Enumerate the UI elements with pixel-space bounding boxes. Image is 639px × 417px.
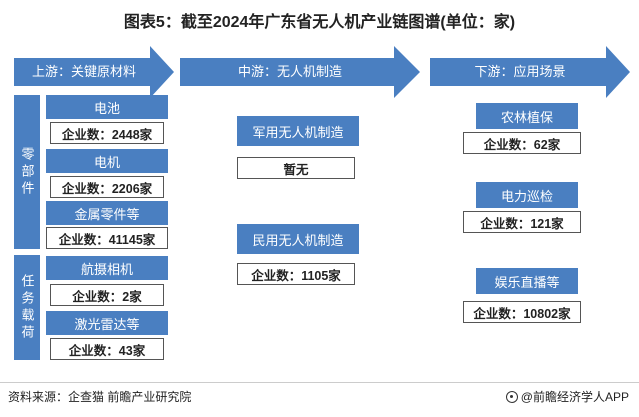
midstream-stage-label: 中游：无人机制造 [237,64,342,79]
chart-title: 图表5：截至2024年广东省无人机产业链图谱(单位：家) [123,14,516,31]
source-note: 资料来源：企查猫 前瞻产业研究院 [8,390,192,404]
agriculture-box: 农林植保 [476,103,578,129]
metal-parts-box: 金属零件等 [46,201,168,225]
payload-group-label: 任务载荷 [14,255,40,360]
military-uav-count: 暂无 [237,157,355,179]
upstream-stage-label: 上游：关键原材料 [31,64,136,79]
lidar-box: 激光雷达等 [46,311,168,335]
downstream-stage-label: 下游：应用场景 [474,64,566,79]
parts-group-label: 零部件 [14,95,40,249]
brand-text: @前瞻经济学人APP [520,390,629,404]
midstream-arrow: 中游：无人机制造 [180,46,420,98]
metal-parts-count: 企业数：41145家 [46,227,168,249]
entertainment-count: 企业数：10802家 [463,301,581,323]
civil-uav-box: 民用无人机制造 [237,224,359,254]
military-uav-box: 军用无人机制造 [237,116,359,146]
lidar-count: 企业数：43家 [50,338,164,360]
upstream-arrow: 上游：关键原材料 [14,46,174,98]
civil-uav-count: 企业数：1105家 [237,263,355,285]
motor-box: 电机 [46,149,168,173]
aerial-camera-count: 企业数：2家 [50,284,164,306]
footer-divider [0,382,639,383]
downstream-arrow: 下游：应用场景 [430,46,630,98]
battery-count: 企业数：2448家 [50,122,164,144]
battery-box: 电池 [46,95,168,119]
power-inspection-box: 电力巡检 [476,182,578,208]
agriculture-count: 企业数：62家 [463,132,581,154]
brand-credit: @前瞻经济学人APP [505,388,629,405]
brand-logo-icon [505,390,518,403]
power-inspection-count: 企业数：121家 [463,211,581,233]
aerial-camera-box: 航摄相机 [46,256,168,280]
motor-count: 企业数：2206家 [50,176,164,198]
entertainment-box: 娱乐直播等 [476,268,578,294]
